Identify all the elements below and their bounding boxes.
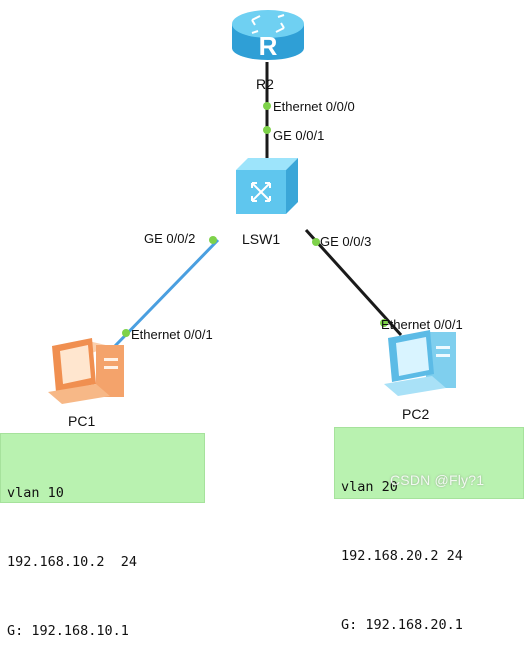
port-label-pc1-eth: Ethernet 0/0/1 [131,327,213,342]
pc2-config-note: vlan 20 192.168.20.2 24 G: 192.168.20.1 [334,427,524,633]
port-dot-sw-up [263,126,271,134]
port-label-r2-eth: Ethernet 0/0/0 [273,99,355,114]
port-label-sw-pc2: GE 0/0/3 [320,234,372,249]
pc1-note-ip: 192.168.10.2 24 [7,554,138,570]
router-label: R2 [256,76,274,92]
port-dot-r2 [263,102,271,110]
port-dot-sw-pc1 [209,236,217,244]
pc1-note-vlan: vlan 10 [7,485,64,501]
port-dot-pc1 [122,329,130,337]
switch-icon[interactable] [236,158,298,214]
link-lsw1-pc2 [304,228,403,337]
pc1-config-note: vlan 10 192.168.10.2 24 G: 192.168.10.1 [0,433,205,639]
link-lsw1-pc1 [112,238,220,349]
pc1-note-gateway: G: 192.168.10.1 [7,623,129,639]
router-icon[interactable]: R [232,10,304,61]
svg-text:R: R [259,31,278,61]
port-dot-sw-pc2 [312,238,320,246]
topology-diagram: R [48,10,456,404]
pc2-label: PC2 [402,406,430,422]
port-label-sw-pc1: GE 0/0/2 [144,231,196,246]
switch-label: LSW1 [242,231,281,247]
pc2-note-vlan: vlan 20 [341,479,398,495]
port-label-sw-up: GE 0/0/1 [273,128,325,143]
pc2-note-gateway: G: 192.168.20.1 [341,617,463,633]
port-dot-pc2 [380,319,388,327]
port-label-pc2-eth: Ethernet 0/0/1 [381,317,463,332]
pc1-icon[interactable] [48,338,124,404]
pc1-label: PC1 [68,413,96,429]
pc2-icon[interactable] [384,330,456,396]
watermark: CSDN @Fly?1 [390,472,485,488]
pc2-note-ip: 192.168.20.2 24 [341,548,463,564]
